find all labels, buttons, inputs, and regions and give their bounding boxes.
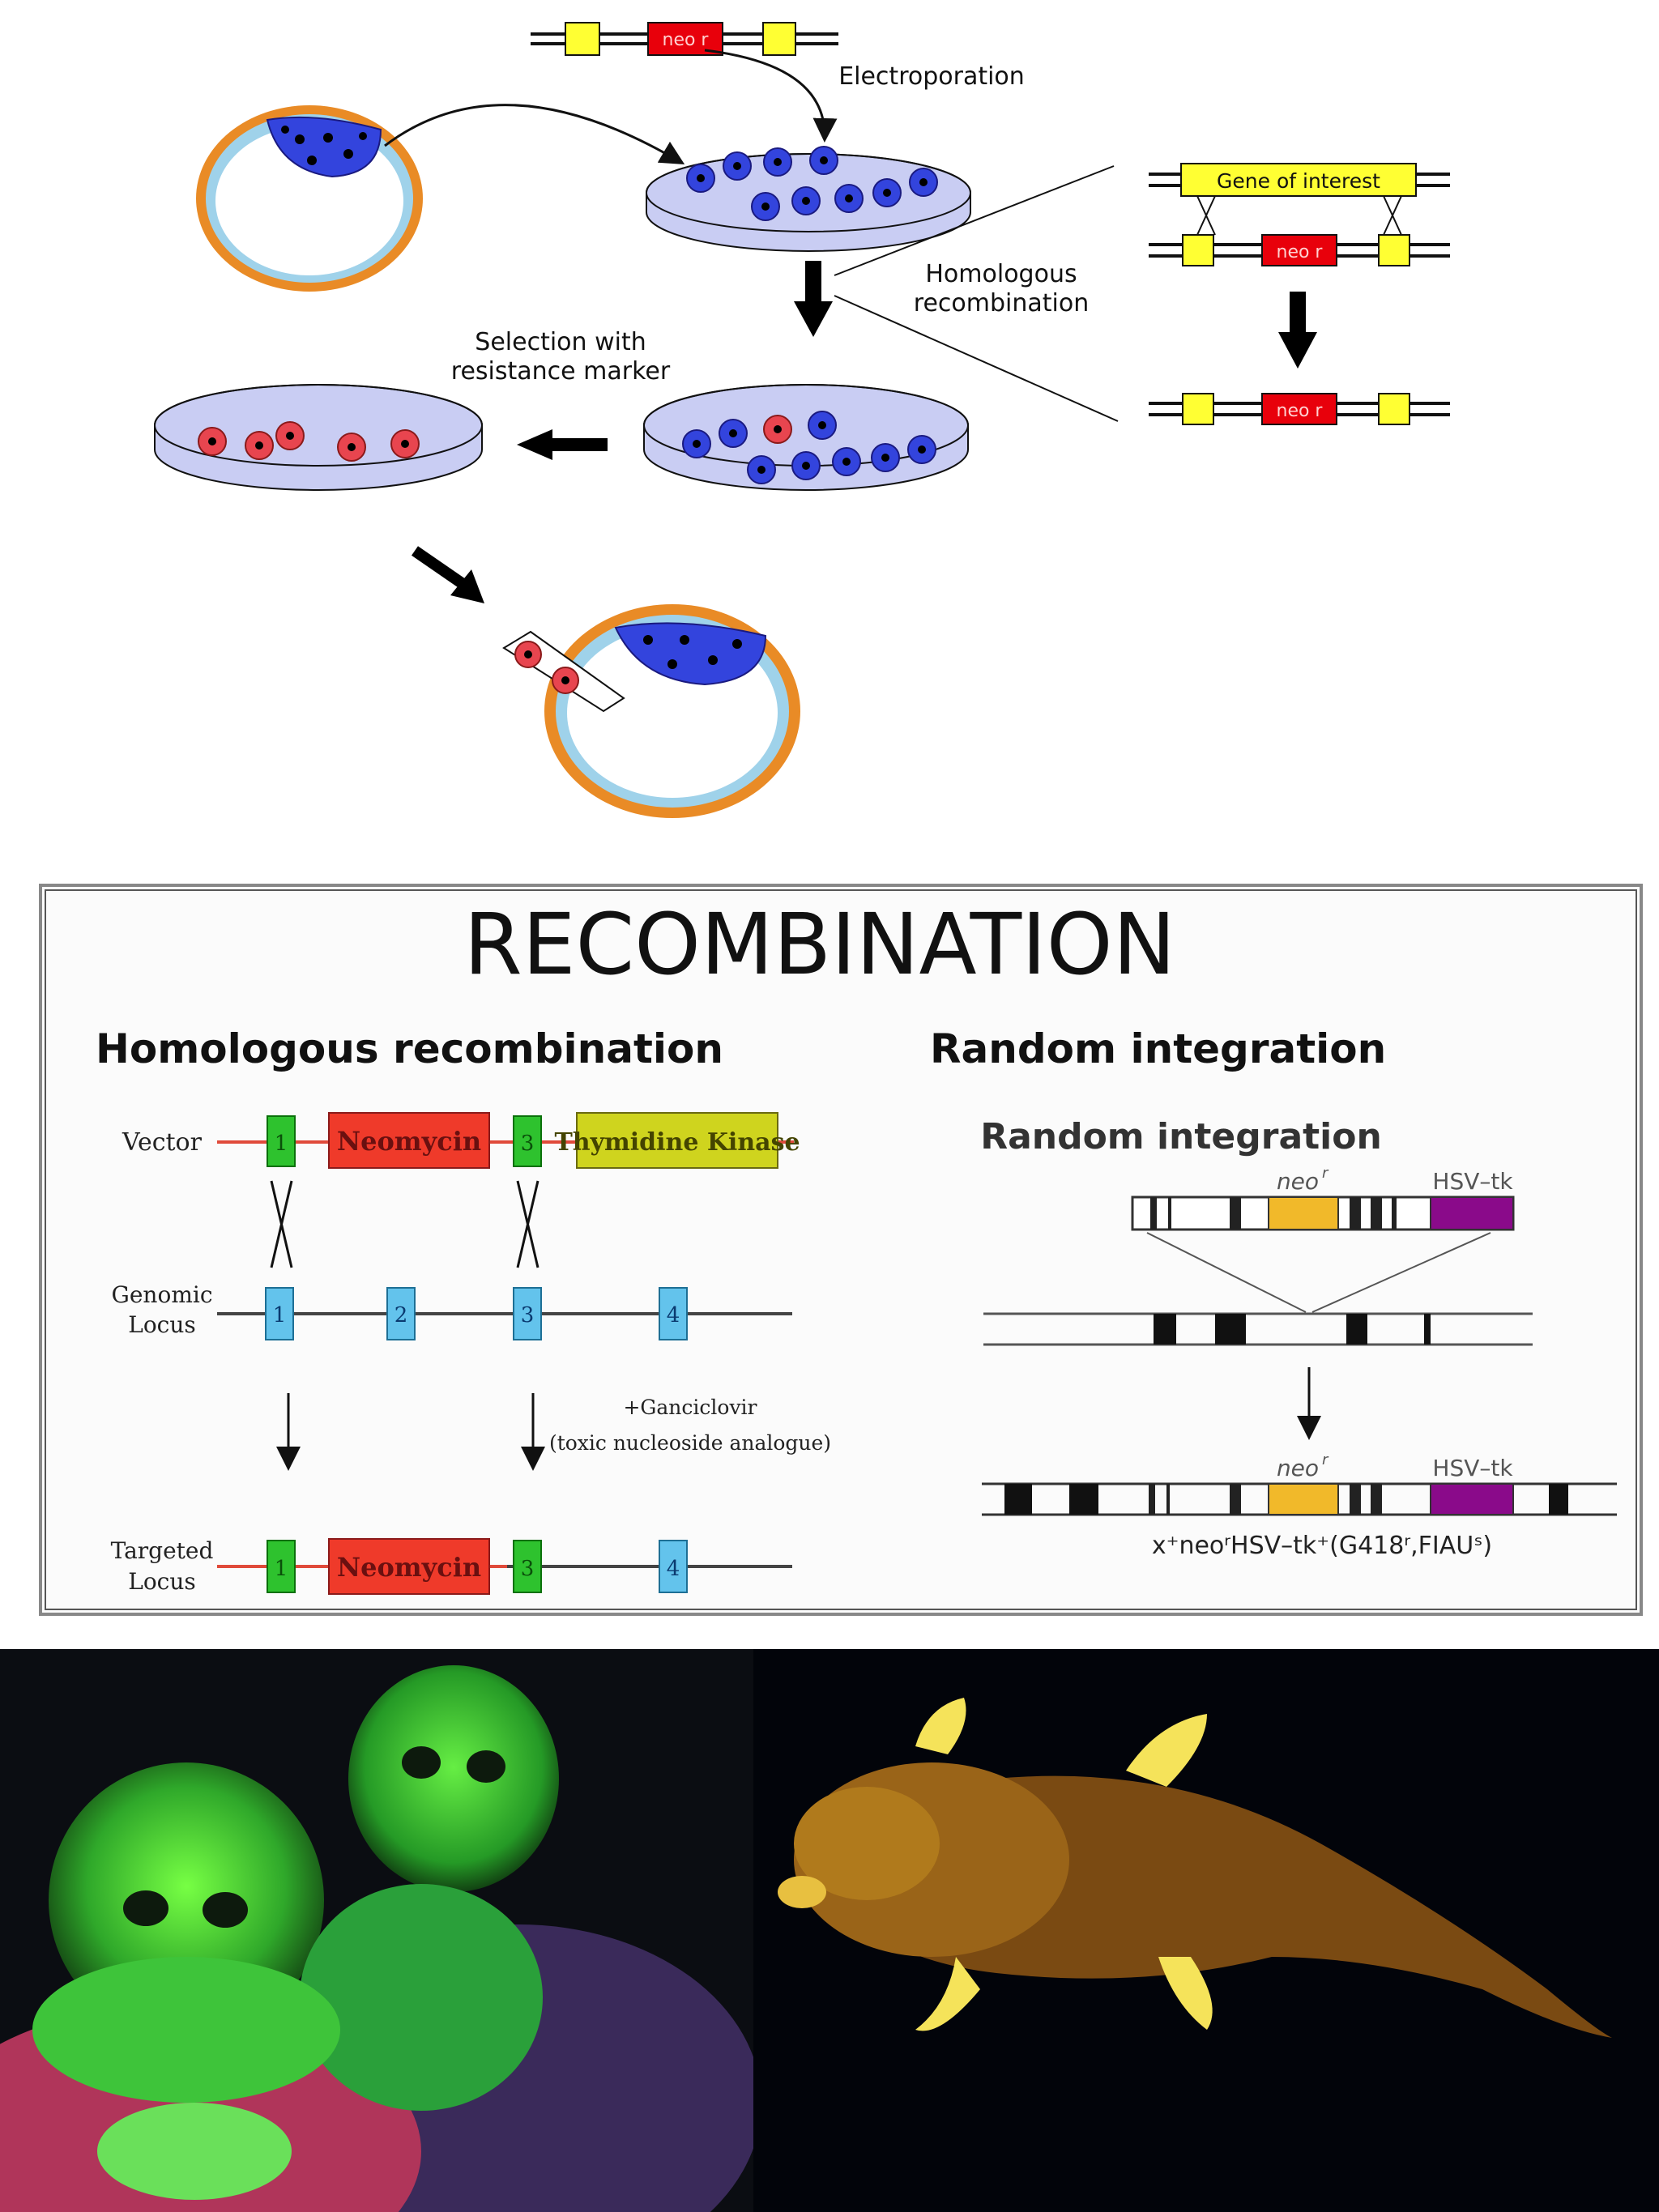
random-heading: Random integration: [930, 1025, 1386, 1072]
vector-exon-3: 3: [521, 1132, 535, 1156]
blastocyst-donor: [196, 105, 423, 292]
dish-selected-cells: [154, 384, 483, 491]
vector-thymidine-kinase: Thymidine Kinase: [554, 1128, 800, 1157]
recombination-panel: RECOMBINATION Homologous recombination R…: [39, 884, 1643, 1616]
genomic-exon-1: 1: [273, 1303, 287, 1328]
genomic-label-1: Genomic: [111, 1281, 212, 1308]
neo-upper-label: neo r: [1277, 242, 1324, 262]
fluorescent-mouse-image: [753, 1649, 1659, 2212]
targeted-exon-1: 1: [275, 1557, 288, 1581]
genomic-label-2: Locus: [128, 1311, 196, 1338]
targeted-exon-4: 4: [667, 1557, 680, 1581]
vector-label: Vector: [122, 1128, 203, 1157]
selection-label-1: Selection with: [475, 328, 646, 356]
genomic-exon-4: 4: [667, 1303, 680, 1328]
neo-lower-label: neo r: [1277, 401, 1324, 421]
neo-sup-top: r: [1322, 1165, 1329, 1182]
dish-es-cells: [646, 146, 971, 252]
homologous-label-1: Homologous: [925, 260, 1077, 288]
homologous-heading: Homologous recombination: [96, 1025, 723, 1072]
ganciclovir-label-2: (toxic nucleoside analogue): [549, 1431, 831, 1455]
selection-label-2: resistance marker: [451, 357, 671, 386]
dish-mixed-cells: [643, 384, 969, 491]
hsv-label-top: HSV–tk: [1432, 1168, 1513, 1195]
homologous-label-2: recombination: [914, 289, 1089, 318]
ganciclovir-label-1: +Ganciclovir: [623, 1396, 757, 1419]
vector-exon-1: 1: [275, 1132, 288, 1156]
vector-neomycin: Neomycin: [337, 1126, 481, 1157]
hsv-label-bottom: HSV–tk: [1432, 1455, 1513, 1481]
genotype-label: x⁺neoʳHSV–tk⁺(G418ʳ,FIAUˢ): [1152, 1532, 1492, 1560]
genomic-exon-3: 3: [521, 1303, 535, 1328]
random-subtitle: Random integration: [980, 1116, 1382, 1157]
targeting-vector: neo r: [531, 22, 838, 56]
targeted-exon-3: 3: [521, 1557, 535, 1581]
targeted-label-2: Locus: [128, 1568, 196, 1595]
photo-strip: [0, 1649, 1659, 2212]
fluorescent-monkeys-image: [0, 1649, 753, 2212]
panel-title: RECOMBINATION: [464, 895, 1176, 994]
electroporation-label: Electroporation: [838, 62, 1025, 91]
gene-targeting-diagram: neo r Electroporation Homol: [154, 22, 1450, 818]
vector-neo-label: neo r: [663, 30, 710, 50]
genomic-exon-2: 2: [394, 1303, 408, 1328]
targeted-label-1: Targeted: [111, 1537, 214, 1564]
neo-label-bottom: neo: [1277, 1455, 1319, 1481]
recombination-scheme: Gene of interest neo r neo r: [1149, 163, 1450, 425]
targeted-neomycin: Neomycin: [337, 1552, 481, 1583]
blastocyst-injected: [502, 604, 800, 818]
neo-label-top: neo: [1277, 1168, 1319, 1195]
gene-of-interest-label: Gene of interest: [1217, 169, 1380, 193]
neo-sup-bottom: r: [1322, 1451, 1329, 1468]
